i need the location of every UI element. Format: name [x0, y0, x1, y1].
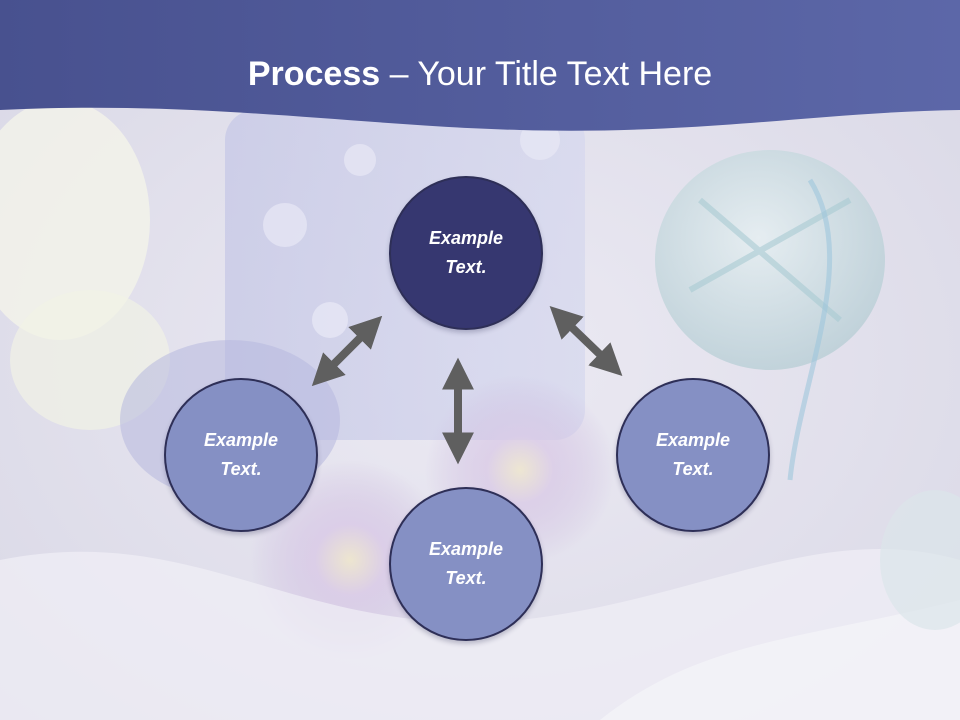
- arrow-top-left: [311, 315, 383, 387]
- node-top-line2: Text.: [445, 257, 487, 277]
- node-right-line2: Text.: [672, 459, 714, 479]
- node-left-line1: Example: [203, 430, 279, 450]
- node-left-line2: Text.: [220, 459, 262, 479]
- header-band: [0, 0, 960, 131]
- title-bold: Process: [247, 55, 381, 93]
- node-right-line1: Example: [655, 430, 731, 450]
- title-rest: – Your Title Text Here: [380, 55, 713, 93]
- node-bottom-line2: Text.: [445, 568, 487, 588]
- node-top-line1: Example: [428, 228, 504, 248]
- arrow-top-right: [549, 306, 623, 376]
- page-title: Process – Your Title Text Here: [0, 52, 960, 96]
- node-bottom-line1: Example: [428, 539, 504, 559]
